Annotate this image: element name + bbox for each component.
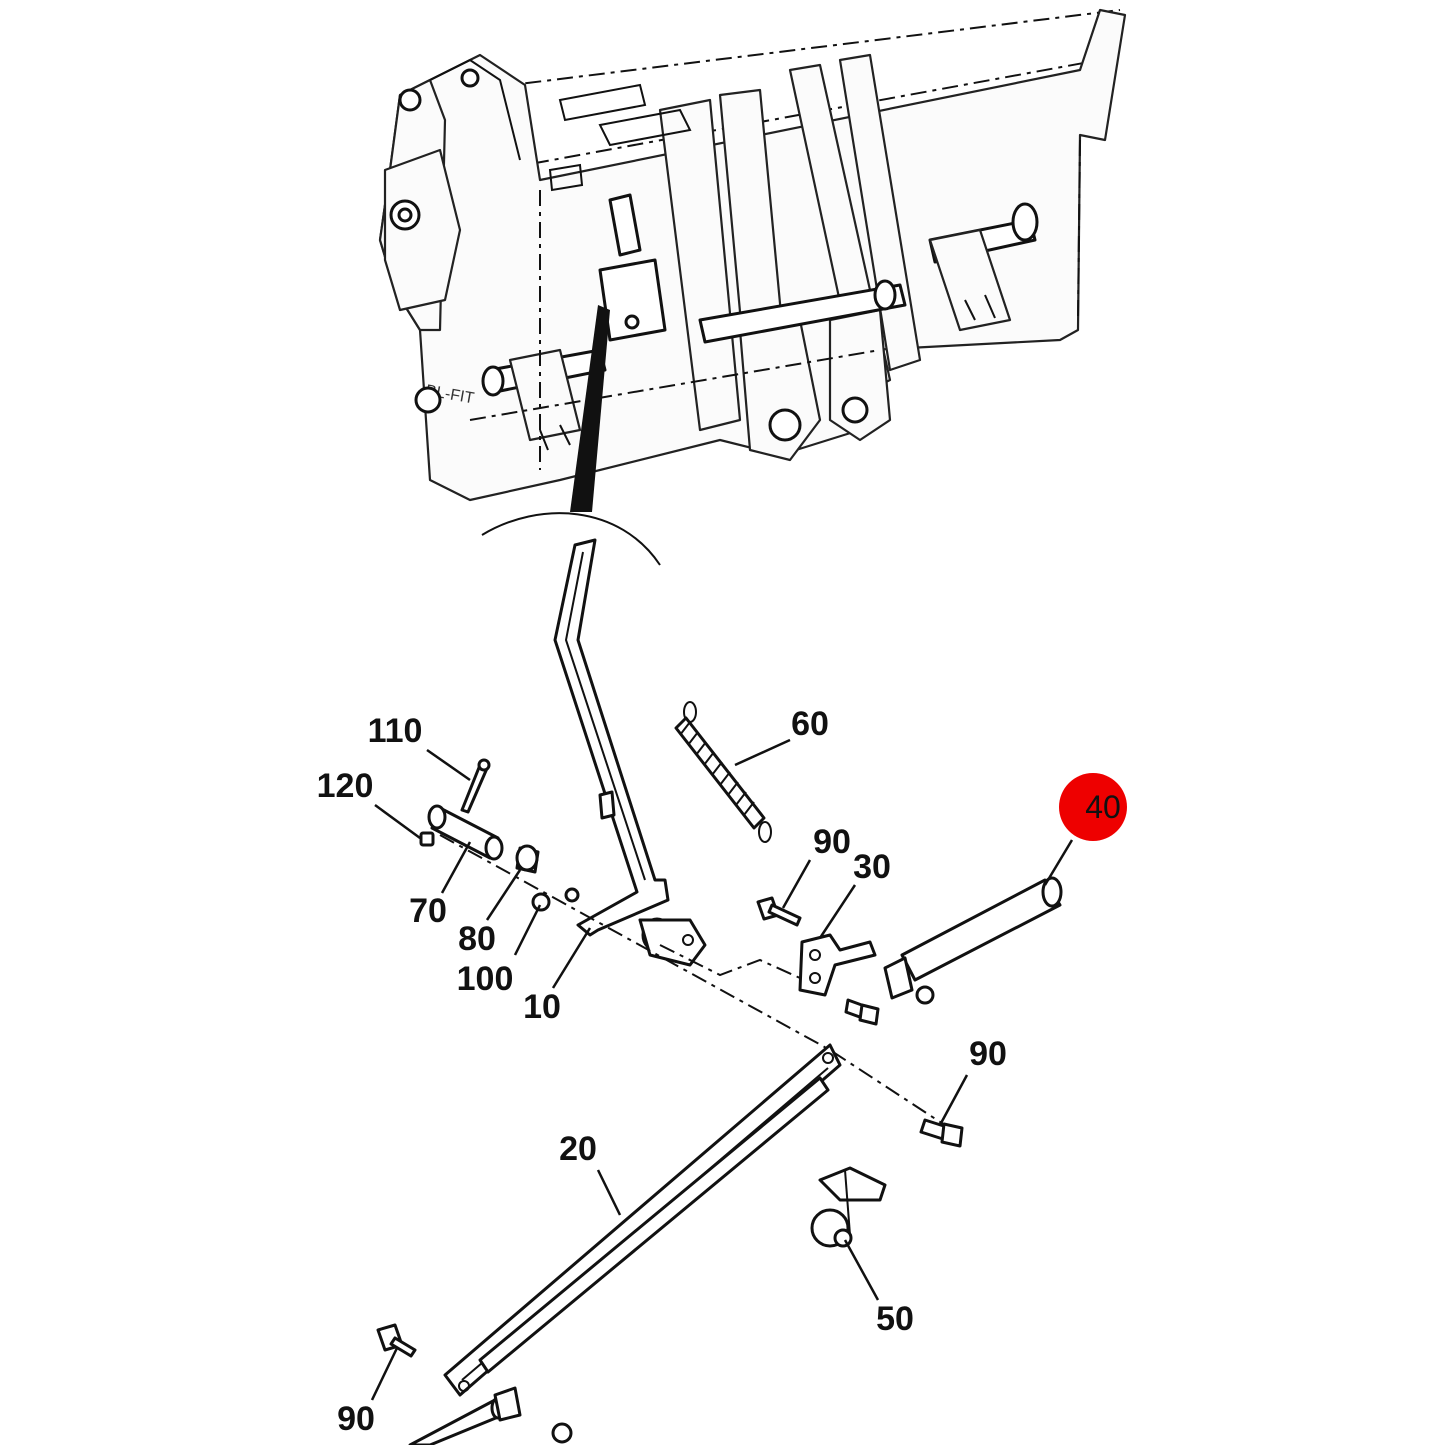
leader-90-lower bbox=[370, 1347, 399, 1401]
callout-10: 10 bbox=[523, 988, 561, 1026]
nut-120 bbox=[419, 831, 435, 847]
tension-spring bbox=[674, 701, 772, 843]
assembly-axis bbox=[439, 834, 961, 1136]
callout-60: 60 bbox=[791, 705, 829, 743]
callout-30: 30 bbox=[853, 848, 891, 886]
leader-50 bbox=[843, 1239, 880, 1301]
leader-120 bbox=[374, 803, 421, 840]
leader-60 bbox=[734, 738, 791, 767]
cylinder-40 bbox=[883, 876, 1063, 1005]
quick-pin-50 bbox=[810, 1166, 887, 1248]
link-rod-20 bbox=[443, 1043, 842, 1397]
callout-90-upper: 90 bbox=[813, 823, 851, 861]
leader-80 bbox=[485, 869, 522, 921]
leader-90-right bbox=[938, 1074, 969, 1126]
leader-40 bbox=[1043, 839, 1074, 886]
highlight-marker-40 bbox=[1059, 773, 1127, 841]
bolt-90-upper bbox=[756, 896, 802, 927]
callout-100: 100 bbox=[457, 960, 514, 998]
callout-80: 80 bbox=[458, 920, 496, 958]
callout-120: 120 bbox=[317, 767, 374, 805]
sleeve-70 bbox=[427, 804, 504, 861]
bolt-90-right bbox=[919, 1118, 964, 1148]
callout-90-lower: 90 bbox=[337, 1400, 375, 1438]
nut-100 bbox=[531, 892, 551, 912]
callout-50: 50 bbox=[876, 1300, 914, 1338]
leader-100 bbox=[513, 904, 542, 956]
leader-30 bbox=[818, 884, 857, 939]
callout-90-right: 90 bbox=[969, 1035, 1007, 1073]
leader-10 bbox=[551, 927, 592, 989]
pin-110 bbox=[460, 758, 491, 814]
handle-lever bbox=[553, 538, 707, 967]
leader-20 bbox=[596, 1169, 622, 1216]
lower-cylinder-stub bbox=[408, 1386, 573, 1445]
callout-70: 70 bbox=[409, 892, 447, 930]
leader-70 bbox=[440, 841, 472, 894]
leader-110 bbox=[426, 748, 471, 782]
leader-90-upper bbox=[781, 859, 812, 909]
callout-110: 110 bbox=[368, 712, 423, 750]
callout-20: 20 bbox=[559, 1130, 597, 1168]
attachment-frame: BL-FIT bbox=[378, 8, 1127, 512]
bracket-30 bbox=[798, 933, 880, 1026]
bushing-80 bbox=[515, 844, 540, 874]
detail-callout-arc bbox=[481, 512, 661, 566]
callout-40: 40 bbox=[1085, 789, 1121, 825]
bolt-90-lower bbox=[376, 1323, 417, 1358]
washer-100 bbox=[564, 887, 580, 903]
detail-pointer bbox=[570, 305, 610, 512]
